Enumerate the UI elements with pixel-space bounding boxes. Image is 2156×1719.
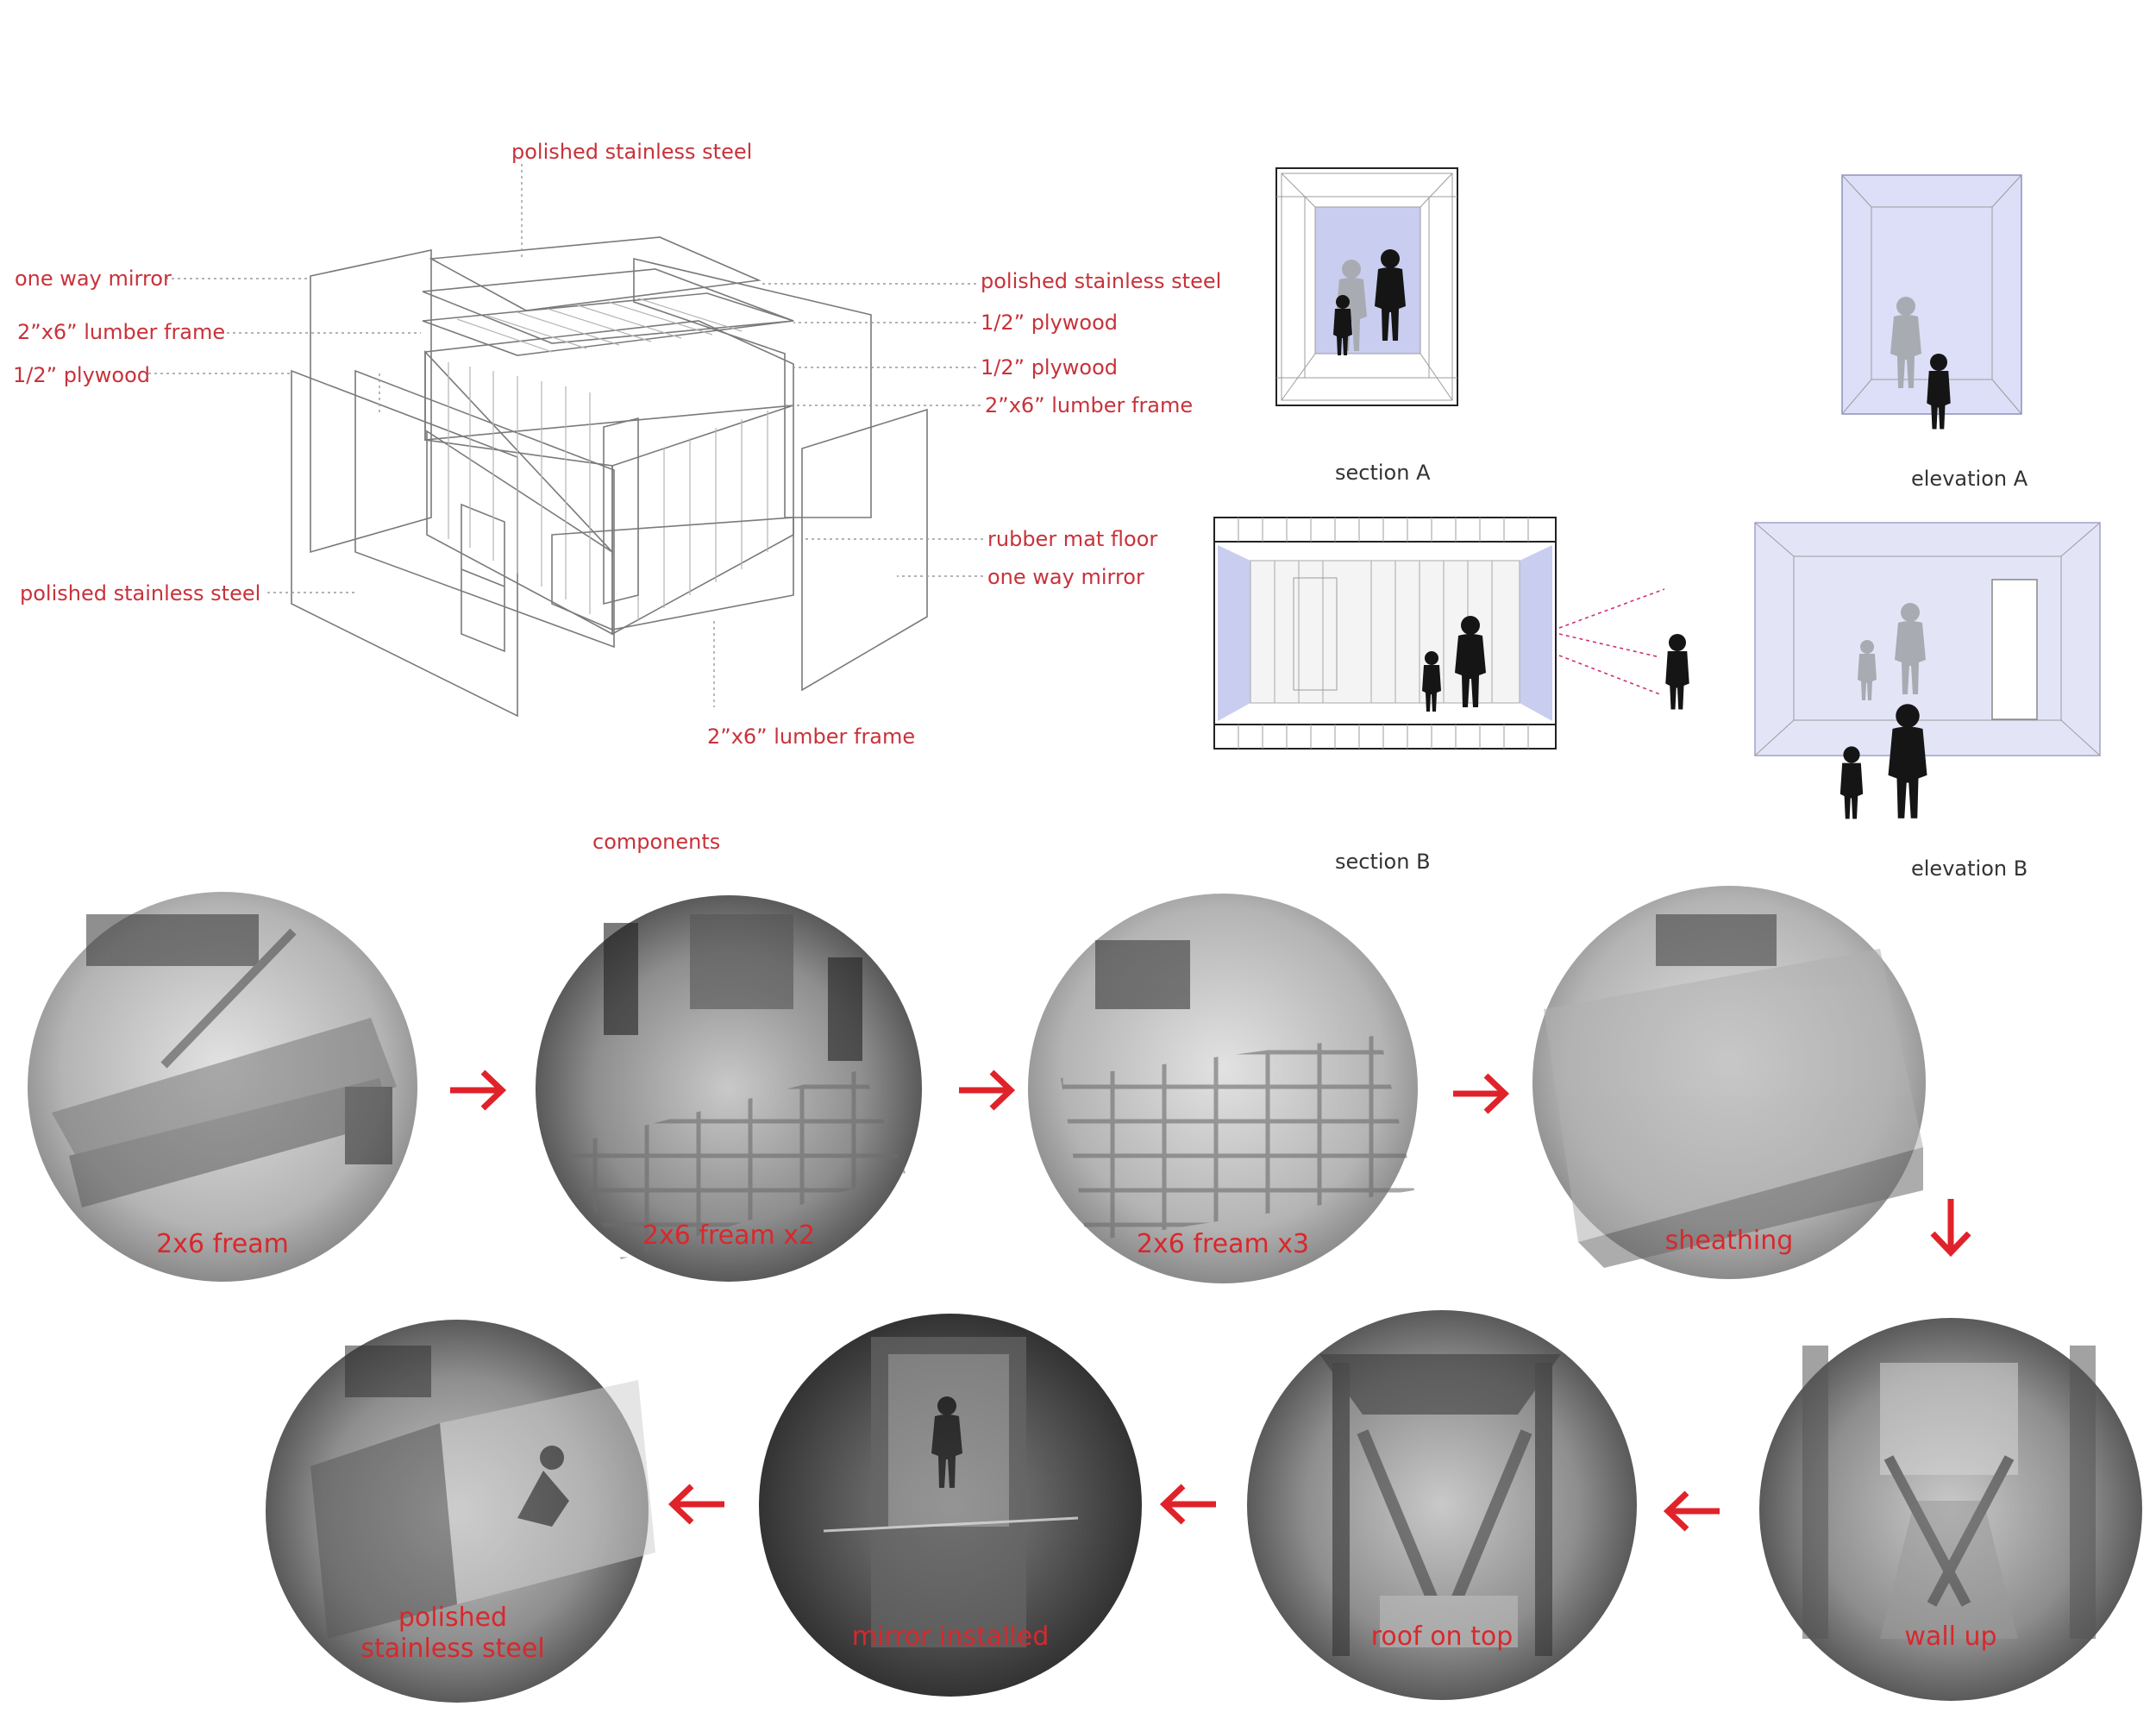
left-arrow-icon bbox=[1159, 1484, 1216, 1525]
lumber-frame-box bbox=[424, 320, 794, 636]
left-plywood-panel bbox=[291, 369, 518, 718]
label-lumber-frame-left: 2”x6” lumber frame bbox=[17, 320, 225, 344]
left-one-way-mirror-panel bbox=[310, 249, 432, 554]
label-lumber-frame-right: 2”x6” lumber frame bbox=[985, 393, 1193, 417]
section-b-label: section B bbox=[1335, 850, 1431, 874]
label-plywood-right-2: 1/2” plywood bbox=[981, 355, 1118, 380]
top-lumber-frame bbox=[422, 292, 794, 356]
step-photo-3: 2x6 fream x3 bbox=[1028, 894, 1418, 1283]
door-panel bbox=[461, 503, 505, 653]
step-1-caption: 2x6 fream bbox=[156, 1229, 289, 1259]
top-plywood-plate bbox=[422, 268, 794, 344]
right-arrow-icon bbox=[1453, 1073, 1510, 1114]
step-photo-2: 2x6 fream x2 bbox=[536, 895, 922, 1282]
elevation-a-drawing bbox=[1841, 174, 2022, 430]
label-polished-stainless-steel-top: polished stainless steel bbox=[511, 140, 752, 164]
label-one-way-mirror-left: one way mirror bbox=[15, 267, 172, 291]
top-stack bbox=[422, 236, 794, 356]
step-7-caption: mirror installed bbox=[852, 1622, 1050, 1652]
exploded-axonometric: polished stainless steel one way mirror … bbox=[13, 140, 1221, 854]
left-stainless-panel bbox=[354, 369, 615, 649]
label-rubber-mat-floor: rubber mat floor bbox=[987, 527, 1157, 551]
label-polished-stainless-steel-right: polished stainless steel bbox=[981, 269, 1221, 293]
step-5-caption: wall up bbox=[1904, 1622, 1996, 1652]
top-stainless-plate bbox=[429, 236, 761, 311]
label-lumber-frame-bottom: 2”x6” lumber frame bbox=[707, 725, 915, 749]
step-3-caption: 2x6 fream x3 bbox=[1137, 1229, 1309, 1259]
step-photo-6: roof on top bbox=[1247, 1310, 1637, 1700]
step-6-caption: roof on top bbox=[1371, 1622, 1514, 1652]
step-photo-5: wall up bbox=[1759, 1318, 2142, 1701]
label-components: components bbox=[592, 830, 720, 854]
label-plywood-right-1: 1/2” plywood bbox=[981, 311, 1118, 335]
construction-sequence: 2x6 fream 2x6 fream x2 bbox=[28, 886, 2142, 1703]
label-one-way-mirror-right: one way mirror bbox=[987, 565, 1144, 589]
sightlines bbox=[1558, 588, 1665, 695]
step-4-caption: sheathing bbox=[1665, 1226, 1794, 1256]
section-a-drawing bbox=[1275, 167, 1458, 406]
label-plywood-left: 1/2” plywood bbox=[13, 363, 150, 387]
left-arrow-icon bbox=[667, 1484, 724, 1525]
label-polished-stainless-steel-left: polished stainless steel bbox=[20, 581, 260, 605]
down-arrow-icon bbox=[1930, 1199, 1971, 1258]
elevation-a-label: elevation A bbox=[1911, 467, 2028, 491]
step-photo-7: mirror installed bbox=[759, 1314, 1142, 1697]
step-8-caption-line-1: polished bbox=[398, 1603, 507, 1633]
step-2-caption: 2x6 fream x2 bbox=[642, 1220, 815, 1251]
rubber-mat-floor bbox=[551, 517, 794, 631]
elevation-b-label: elevation B bbox=[1911, 856, 2028, 881]
step-photo-4: sheathing bbox=[1532, 886, 1926, 1279]
left-arrow-icon bbox=[1663, 1490, 1720, 1532]
right-arrow-icon bbox=[450, 1070, 507, 1111]
section-a-label: section A bbox=[1335, 461, 1431, 485]
elevation-b-drawing bbox=[1754, 522, 2101, 819]
step-photo-1: 2x6 fream bbox=[28, 892, 417, 1282]
step-8-caption-line-2: stainless steel bbox=[360, 1634, 544, 1664]
step-photo-8: polished stainless steel bbox=[266, 1320, 655, 1703]
right-one-way-mirror-panel bbox=[801, 408, 928, 692]
leader-lines bbox=[148, 164, 983, 707]
right-arrow-icon bbox=[959, 1070, 1016, 1111]
section-b-drawing bbox=[1213, 517, 1689, 750]
